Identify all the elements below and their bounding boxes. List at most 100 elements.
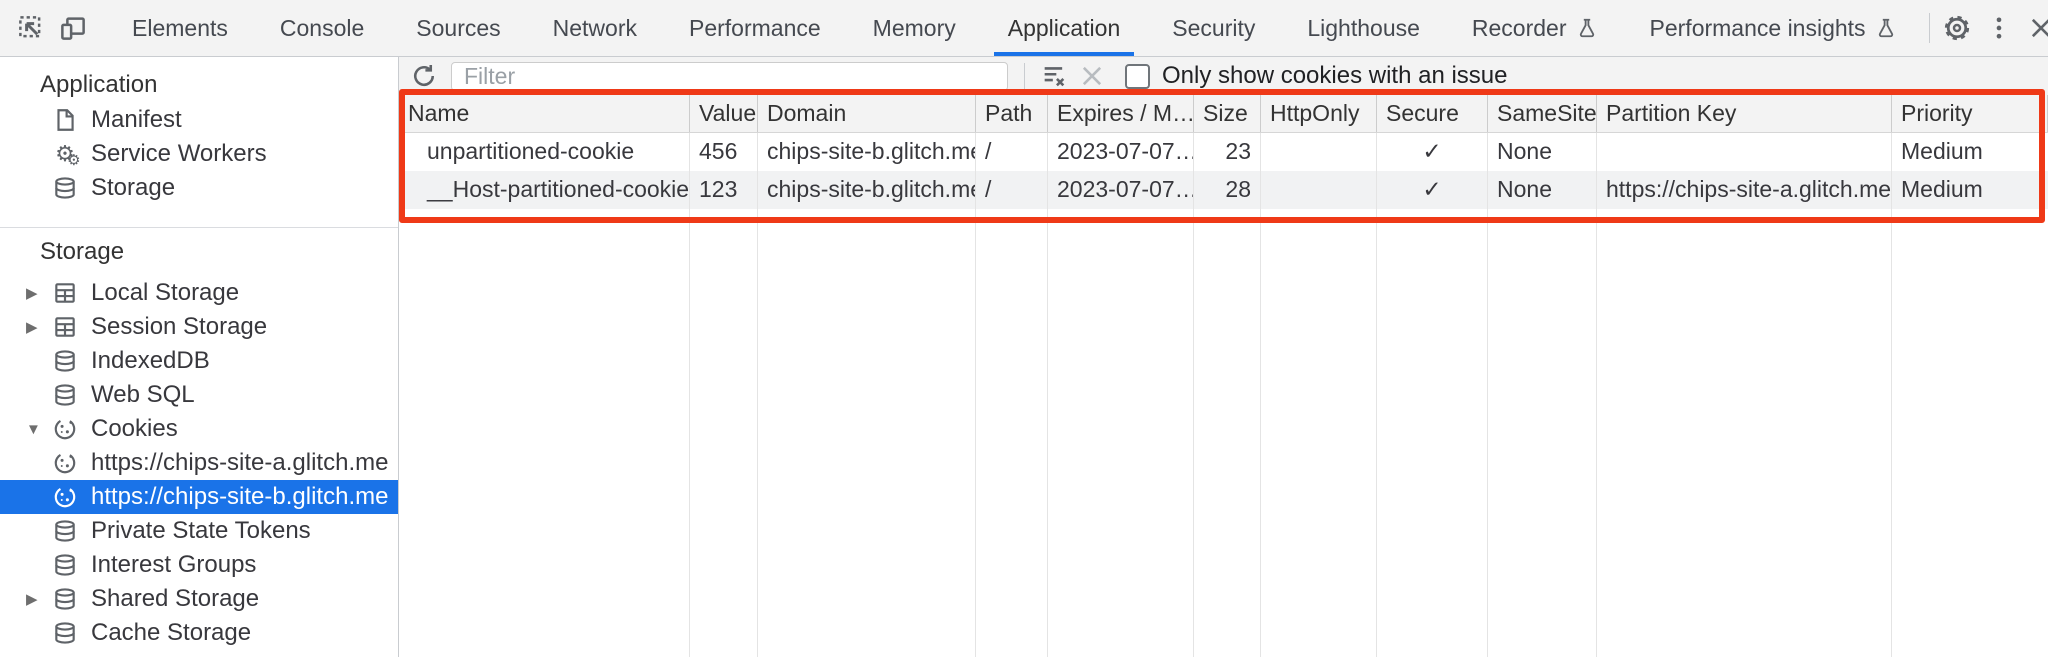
tab-label: Recorder bbox=[1471, 14, 1567, 41]
sidebar-item-indexeddb[interactable]: IndexedDB bbox=[0, 344, 398, 378]
cell-httponly bbox=[1261, 133, 1377, 171]
sidebar-section-application: Application Manifest bbox=[0, 57, 398, 205]
cell-domain: chips-site-b.glitch.me bbox=[758, 133, 976, 171]
table-icon bbox=[50, 312, 80, 342]
tab-network[interactable]: Network bbox=[527, 0, 663, 56]
settings-gear-icon[interactable] bbox=[1936, 7, 1978, 49]
more-options-kebab-icon[interactable] bbox=[1978, 7, 2020, 49]
section-header-storage: Storage bbox=[40, 238, 125, 265]
device-toolbar-icon[interactable] bbox=[52, 7, 94, 49]
sidebar-item-label: Private State Tokens bbox=[91, 517, 311, 544]
filler-cell bbox=[976, 209, 1048, 657]
cell-value: 456 bbox=[690, 133, 758, 171]
cookies-toolbar: Only show cookies with an issue bbox=[399, 57, 2048, 95]
column-header-size[interactable]: Size bbox=[1194, 95, 1261, 132]
clear-all-cookies-icon[interactable] bbox=[1035, 59, 1073, 93]
cookies-pane: Only show cookies with an issue Name Val… bbox=[399, 57, 2048, 657]
sidebar-item-label: Cache Storage bbox=[91, 619, 252, 646]
chevron-right-icon[interactable]: ▶ bbox=[26, 319, 38, 336]
cell-priority: Medium bbox=[1901, 176, 1983, 202]
sidebar-item-session-storage[interactable]: ▶ Session Storage bbox=[0, 310, 398, 344]
filler-cell bbox=[1194, 209, 1261, 657]
issue-checkbox-label: Only show cookies with an issue bbox=[1162, 62, 1508, 89]
table-icon bbox=[50, 278, 80, 308]
sidebar-item-label: https://chips-site-b.glitch.me bbox=[91, 483, 389, 510]
cell-name: __Host-partitioned-cookie bbox=[399, 171, 690, 209]
tabbar-right-controls bbox=[1923, 0, 2048, 56]
application-sidebar: Application Manifest bbox=[0, 57, 399, 657]
tab-sources[interactable]: Sources bbox=[390, 0, 526, 56]
sidebar-item-cache-storage[interactable]: Cache Storage bbox=[0, 616, 398, 650]
refresh-icon[interactable] bbox=[405, 59, 443, 93]
database-icon bbox=[50, 618, 80, 648]
tab-memory[interactable]: Memory bbox=[847, 0, 982, 56]
tab-performance[interactable]: Performance bbox=[663, 0, 847, 56]
sidebar-section-storage: Storage ▶ Local Storage ▶ bbox=[0, 227, 398, 650]
cookies-table-header: Name Value Domain Path Expires / M… Size… bbox=[399, 95, 2048, 133]
database-icon bbox=[50, 380, 80, 410]
filler-cell bbox=[399, 209, 690, 657]
sidebar-item-interest-groups[interactable]: Interest Groups bbox=[0, 548, 398, 582]
filter-input[interactable] bbox=[451, 61, 1008, 91]
column-header-path[interactable]: Path bbox=[976, 95, 1048, 132]
filler-cell bbox=[1488, 209, 1597, 657]
database-icon bbox=[50, 584, 80, 614]
tab-label: Performance insights bbox=[1649, 14, 1866, 41]
chevron-down-icon[interactable]: ▼ bbox=[26, 420, 41, 438]
sidebar-item-shared-storage[interactable]: ▶ Shared Storage bbox=[0, 582, 398, 616]
sidebar-item-storage[interactable]: Storage bbox=[0, 171, 398, 205]
column-header-partition-key[interactable]: Partition Key bbox=[1597, 95, 1892, 132]
tab-recorder[interactable]: Recorder bbox=[1446, 0, 1624, 56]
column-header-httponly[interactable]: HttpOnly bbox=[1261, 95, 1377, 132]
sidebar-item-private-state-tokens[interactable]: Private State Tokens bbox=[0, 514, 398, 548]
sidebar-item-local-storage[interactable]: ▶ Local Storage bbox=[0, 276, 398, 310]
sidebar-item-label: Cookies bbox=[91, 415, 178, 442]
cell-expires: 2023-07-07… bbox=[1048, 133, 1194, 171]
close-devtools-icon[interactable] bbox=[2020, 7, 2048, 49]
tab-elements[interactable]: Elements bbox=[106, 0, 254, 56]
only-issue-filter[interactable]: Only show cookies with an issue bbox=[1125, 62, 1508, 90]
column-header-samesite[interactable]: SameSite bbox=[1488, 95, 1597, 132]
cell-expires: 2023-07-07… bbox=[1048, 171, 1194, 209]
column-header-value[interactable]: Value bbox=[690, 95, 758, 132]
chevron-right-icon[interactable]: ▶ bbox=[26, 285, 38, 302]
application-tree: Manifest ⚙⚙ Service Workers bbox=[0, 103, 398, 205]
cell-path: / bbox=[976, 133, 1048, 171]
filler-cell bbox=[1261, 209, 1377, 657]
sidebar-item-web-sql[interactable]: Web SQL bbox=[0, 378, 398, 412]
tab-lighthouse[interactable]: Lighthouse bbox=[1281, 0, 1446, 56]
column-header-priority[interactable]: Priority bbox=[1892, 95, 2048, 132]
tab-application[interactable]: Application bbox=[982, 0, 1147, 56]
inspect-element-icon[interactable] bbox=[10, 7, 52, 49]
sidebar-item-manifest[interactable]: Manifest bbox=[0, 103, 398, 137]
cookie-icon bbox=[50, 448, 80, 478]
database-icon bbox=[50, 550, 80, 580]
sidebar-item-label: IndexedDB bbox=[91, 347, 210, 374]
sidebar-item-cookies-chips-site-b[interactable]: https://chips-site-b.glitch.me bbox=[0, 480, 398, 514]
database-icon bbox=[50, 516, 80, 546]
cookie-row-unpartitioned[interactable]: unpartitioned-cookie 456 chips-site-b.gl… bbox=[399, 133, 2048, 171]
document-icon bbox=[50, 105, 80, 135]
column-header-domain[interactable]: Domain bbox=[758, 95, 976, 132]
cell-path: / bbox=[976, 171, 1048, 209]
sidebar-item-label: Interest Groups bbox=[91, 551, 257, 578]
column-header-secure[interactable]: Secure bbox=[1377, 95, 1488, 132]
tab-label: Performance bbox=[689, 14, 821, 41]
cookie-row-host-partitioned[interactable]: __Host-partitioned-cookie 123 chips-site… bbox=[399, 171, 2048, 209]
panel-tabs: Elements Console Sources Network Perform… bbox=[106, 0, 1923, 56]
issue-checkbox[interactable] bbox=[1125, 63, 1150, 89]
column-header-expires[interactable]: Expires / M… bbox=[1048, 95, 1194, 132]
tab-performance-insights[interactable]: Performance insights bbox=[1624, 0, 1923, 56]
column-header-name[interactable]: Name bbox=[399, 95, 690, 132]
database-icon bbox=[50, 173, 80, 203]
cell-value: 123 bbox=[690, 171, 758, 209]
tab-security[interactable]: Security bbox=[1146, 0, 1281, 56]
tab-console[interactable]: Console bbox=[254, 0, 390, 56]
cell-size: 23 bbox=[1194, 133, 1261, 171]
tab-label: Console bbox=[279, 14, 365, 41]
chevron-right-icon[interactable]: ▶ bbox=[26, 591, 38, 608]
sidebar-item-service-workers[interactable]: ⚙⚙ Service Workers bbox=[0, 137, 398, 171]
sidebar-item-cookies[interactable]: ▼ Cookies bbox=[0, 412, 398, 446]
sidebar-item-cookies-chips-site-a[interactable]: https://chips-site-a.glitch.me bbox=[0, 446, 398, 480]
